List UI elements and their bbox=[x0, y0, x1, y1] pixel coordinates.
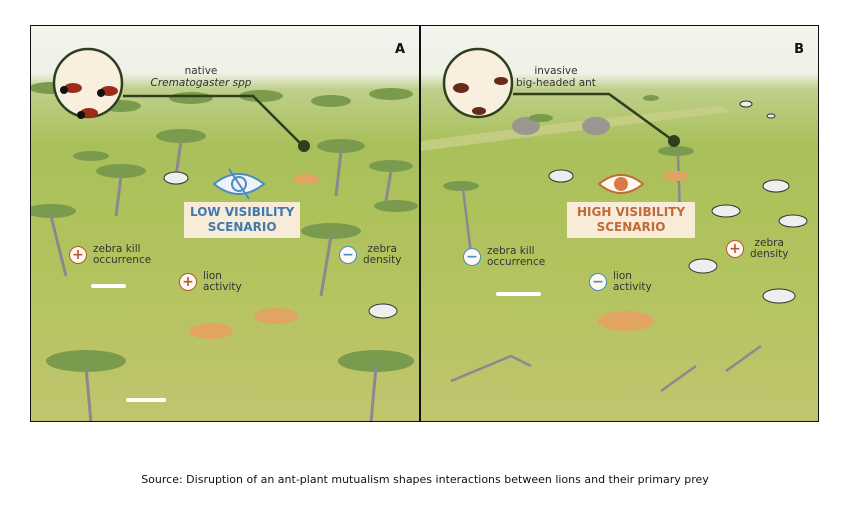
panel-a-low-visibility: A native Crematogaster spp LOW VISIBILIT… bbox=[30, 25, 420, 422]
ant-pointer-line bbox=[123, 94, 302, 145]
effect-line1: zebra kill bbox=[487, 245, 535, 257]
savanna-illustration-b bbox=[421, 47, 808, 393]
elephant-icons bbox=[512, 117, 610, 135]
effect-line1: zebra kill bbox=[93, 243, 141, 255]
lion-icons bbox=[189, 174, 319, 339]
bone-icons bbox=[496, 292, 541, 296]
ant-label-line2: big-headed ant bbox=[516, 77, 596, 89]
effect-line1: lion bbox=[203, 270, 222, 282]
ant-label: invasive big-headed ant bbox=[516, 65, 596, 89]
ant-label-line2: Crematogaster spp bbox=[150, 77, 252, 89]
zebra-icons bbox=[548, 100, 808, 304]
plus-icon: + bbox=[179, 273, 197, 291]
panel-b-high-visibility: B invasive big-headed ant HIGH VISIBILIT… bbox=[420, 25, 819, 422]
scenario-line1: HIGH VISIBILITY bbox=[577, 205, 686, 219]
scenario-box: LOW VISIBILITY SCENARIO bbox=[184, 202, 301, 238]
ant-icons bbox=[453, 77, 508, 115]
effect-line1: zebra bbox=[754, 237, 784, 249]
plus-icon: + bbox=[69, 246, 87, 264]
minus-icon: − bbox=[463, 248, 481, 266]
ant-pointer-line bbox=[513, 92, 672, 141]
effect-line2: activity bbox=[203, 281, 242, 293]
dense-acacia-trees bbox=[31, 82, 418, 372]
ant-magnifier-circle bbox=[442, 47, 514, 119]
effect-line2: density bbox=[750, 248, 789, 260]
ant-label-line1: invasive bbox=[534, 65, 578, 77]
effect-line1: zebra bbox=[367, 243, 397, 255]
panel-letter: B bbox=[794, 42, 804, 57]
scenario-line1: LOW VISIBILITY bbox=[190, 205, 295, 219]
plus-icon: + bbox=[726, 240, 744, 258]
effect-line2: activity bbox=[613, 281, 652, 293]
ant-label-line1: native bbox=[184, 65, 218, 77]
scenario-line2: SCENARIO bbox=[207, 220, 277, 234]
source-caption: Source: Disruption of an ant-plant mutua… bbox=[141, 473, 709, 486]
lion-icons bbox=[598, 171, 689, 331]
scenario-line2: SCENARIO bbox=[596, 220, 666, 234]
effect-line2: density bbox=[363, 254, 402, 266]
effect-line1: lion bbox=[613, 270, 632, 282]
effect-line2: occurrence bbox=[487, 256, 546, 268]
bone-icons bbox=[91, 284, 166, 402]
eye-open-icon bbox=[597, 174, 645, 194]
savanna-illustration-a bbox=[31, 47, 418, 421]
scenario-box: HIGH VISIBILITY SCENARIO bbox=[567, 202, 696, 238]
ant-label: native Crematogaster spp bbox=[131, 65, 271, 89]
ant-magnifier-circle bbox=[52, 47, 124, 119]
panel-letter: A bbox=[394, 42, 405, 57]
effect-line2: occurrence bbox=[93, 254, 152, 266]
eye-crossed-icon bbox=[212, 168, 266, 200]
minus-icon: − bbox=[339, 246, 357, 264]
zebra-icons bbox=[163, 171, 398, 319]
minus-icon: − bbox=[589, 273, 607, 291]
